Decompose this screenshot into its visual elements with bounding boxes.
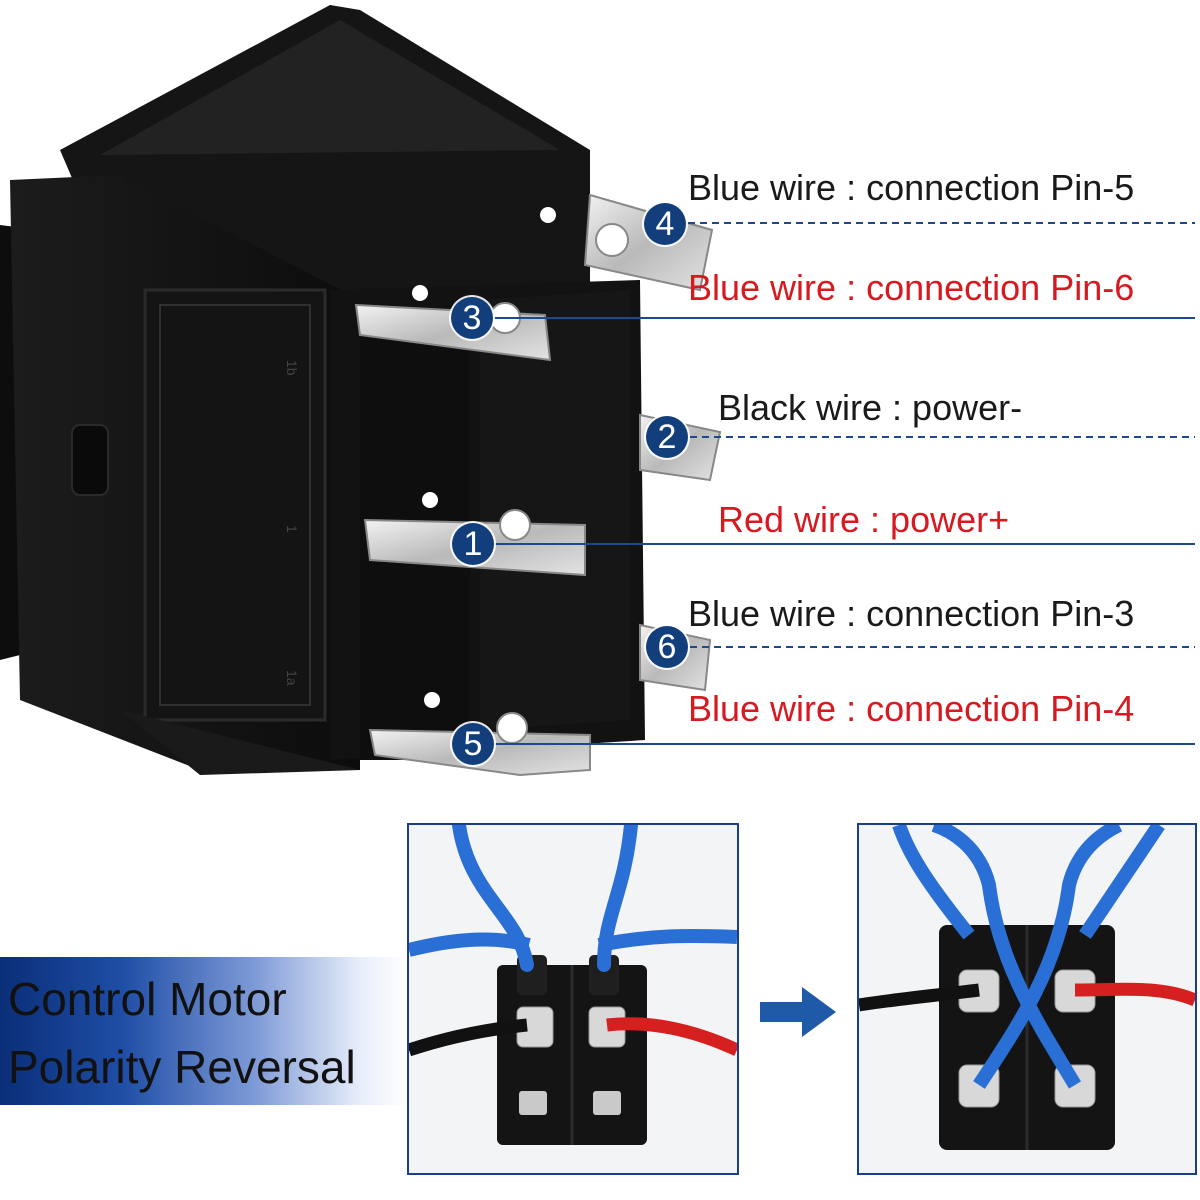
pin-5-label: Blue wire : connection Pin-4: [688, 688, 1135, 729]
arrow-right-icon: [760, 987, 836, 1037]
pin-badge-1: 1: [452, 523, 494, 565]
pin-badge-5: 5: [452, 723, 494, 765]
marking-1a: 1a: [284, 670, 300, 686]
rocker-switch-illustration: 1b 1 1a: [0, 5, 1195, 777]
banner-title-line1: Control Motor: [8, 973, 287, 1025]
pin-badge-2: 2: [646, 416, 688, 458]
marking-1b: 1b: [284, 360, 300, 376]
marking-1: 1: [284, 525, 300, 533]
leader-lines: [494, 222, 1195, 745]
pin-2-label: Black wire : power-: [718, 387, 1023, 428]
pin-badge-6: 6: [646, 626, 688, 668]
wiring-photo-straight: [407, 823, 739, 1175]
banner-title-line2: Polarity Reversal: [8, 1041, 356, 1093]
wiring-photo-crossed: [857, 823, 1197, 1175]
banner-background: [0, 957, 410, 1105]
pin-badge-3: 3: [451, 297, 493, 339]
pin-6-label: Blue wire : connection Pin-3: [688, 593, 1135, 634]
pin-4-label: Blue wire : connection Pin-5: [688, 167, 1135, 208]
pin-badge-4: 4: [644, 203, 686, 245]
pin-3-label: Blue wire : connection Pin-6: [688, 267, 1135, 308]
pin-1-label: Red wire : power+: [718, 499, 1010, 540]
